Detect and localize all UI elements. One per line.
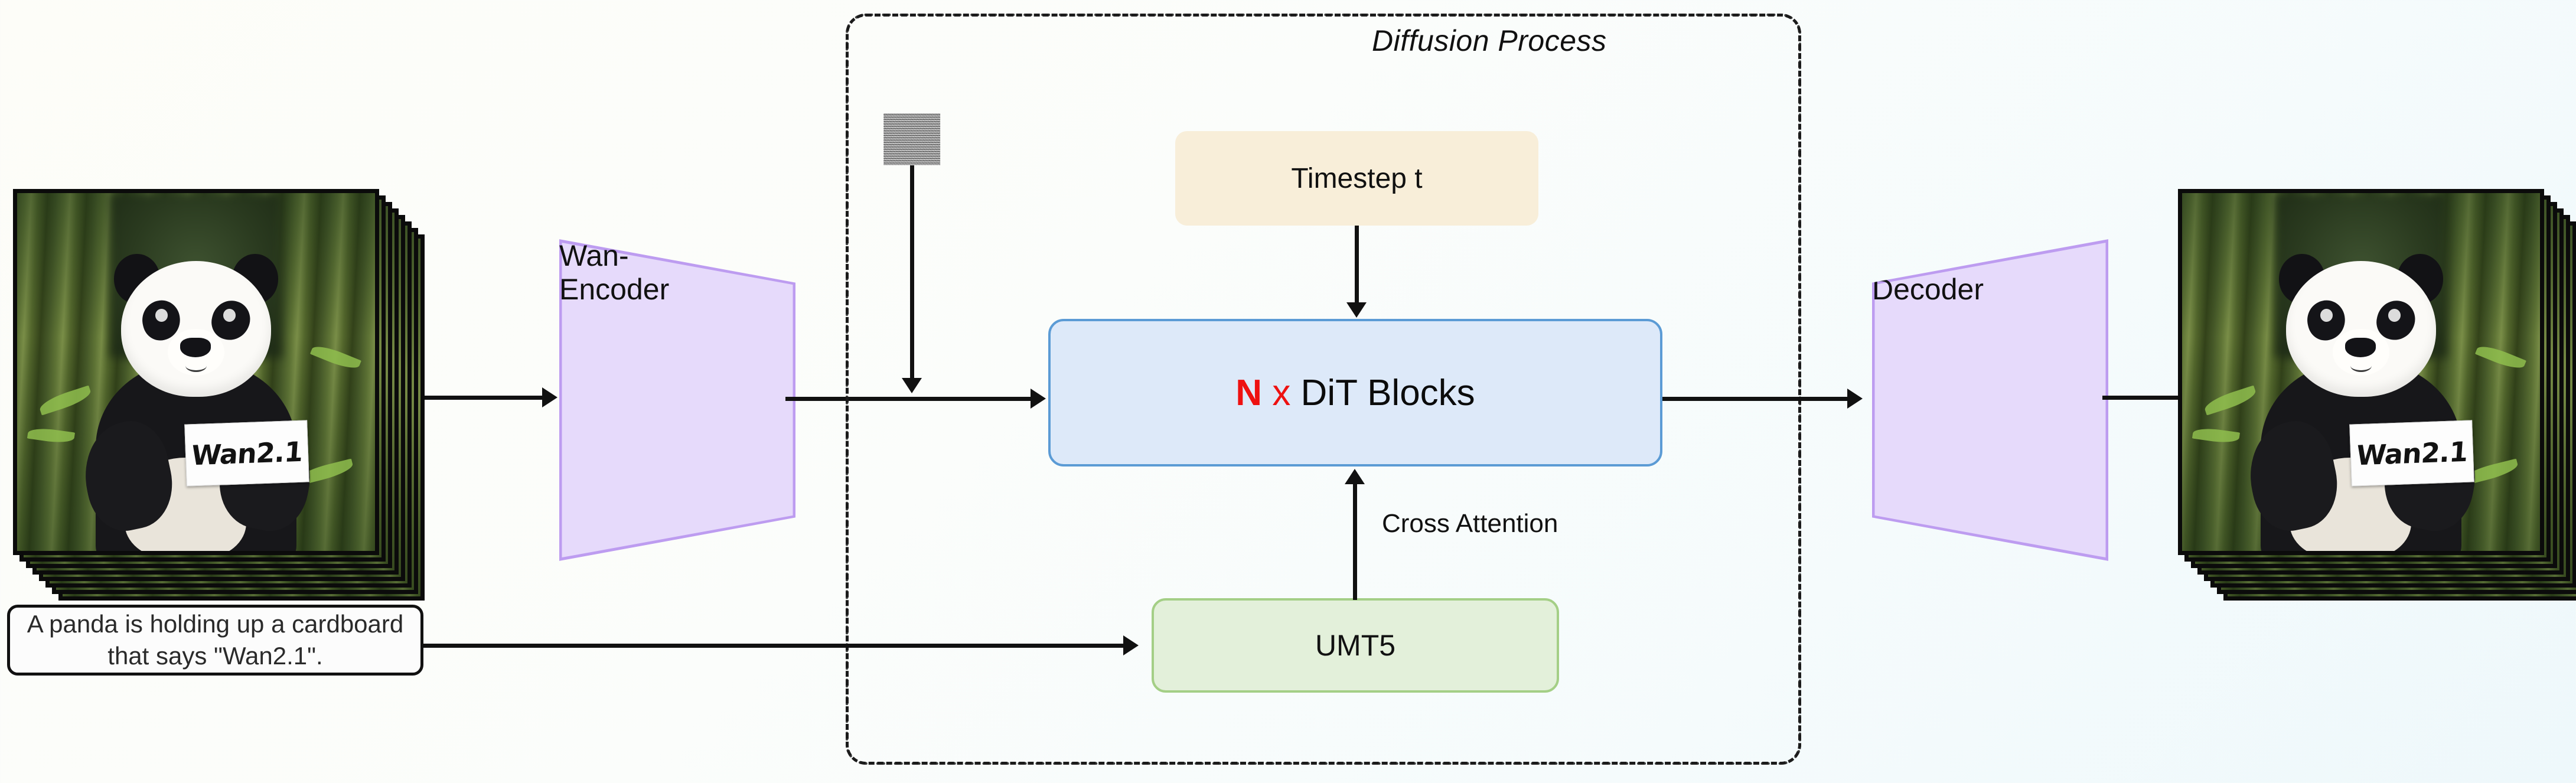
arrow-noise-to-trunk-line — [910, 165, 914, 379]
cardboard-sign: Wan2.1 — [2349, 420, 2474, 487]
dit-blocks-box[interactable]: N x DiT Blocks — [1048, 319, 1662, 466]
arrow-dit-to-decoder-head — [1847, 389, 1863, 409]
umt5-text-encoder-box[interactable]: UMT5 — [1152, 598, 1559, 693]
timestep-label: Timestep t — [1291, 162, 1423, 194]
wan-encoder-block[interactable]: Wan-Encoder — [559, 239, 795, 561]
panda-illustration: Wan2.1 — [2182, 193, 2540, 551]
panda-pupil-left — [155, 309, 168, 322]
arrow-dit-to-decoder-line — [1662, 397, 1851, 401]
dit-blocks-text: DiT Blocks — [1300, 372, 1475, 413]
timestep-box[interactable]: Timestep t — [1175, 131, 1538, 226]
cardboard-sign: Wan2.1 — [184, 420, 309, 487]
cardboard-sign-text: Wan2.1 — [190, 435, 304, 471]
arrow-input-to-encoder-head — [542, 387, 557, 407]
dit-times-symbol: x — [1272, 372, 1291, 413]
decoder-outline — [1872, 239, 2108, 561]
encoder-outline — [559, 239, 795, 561]
arrow-encoder-to-dit-line — [785, 397, 1033, 401]
prompt-text: A panda is holding up a cardboard that s… — [27, 610, 404, 670]
arrow-input-to-encoder-line — [402, 396, 543, 400]
panda-pupil-right — [2388, 309, 2401, 322]
panda-nose — [180, 338, 211, 358]
panda-pupil-left — [2320, 309, 2333, 322]
cross-attention-label: Cross Attention — [1382, 509, 1558, 538]
diffusion-process-container — [846, 14, 1801, 765]
arrow-noise-to-trunk-head — [902, 378, 922, 393]
panda-pupil-right — [223, 309, 236, 322]
dit-blocks-label: N x DiT Blocks — [1235, 372, 1475, 414]
arrow-timestep-to-dit-line — [1355, 226, 1359, 304]
wan-decoder-label: Wan-Decoder — [1872, 239, 1984, 306]
panda-nose — [2345, 338, 2376, 358]
panda-mouth — [2350, 360, 2372, 372]
umt5-label: UMT5 — [1315, 629, 1396, 662]
arrow-timestep-to-dit-head — [1346, 302, 1367, 318]
arrow-decoder-to-output-line — [2102, 396, 2206, 400]
arrow-umt5-to-dit-head — [1345, 469, 1365, 484]
diffusion-process-title: Diffusion Process — [1372, 24, 1607, 57]
wan-encoder-label: Wan-Encoder — [559, 239, 670, 306]
video-frame: Wan2.1 — [2178, 189, 2544, 555]
arrow-encoder-to-dit-head — [1031, 389, 1046, 409]
cardboard-sign-text: Wan2.1 — [2355, 435, 2469, 471]
output-video-frame-stack: Wan2.1 — [2178, 189, 2576, 601]
input-video-frame-stack: Wan2.1 — [13, 189, 426, 601]
dit-repeat-count: N — [1235, 372, 1263, 413]
arrow-umt5-to-dit-line — [1353, 484, 1357, 600]
prompt-text-box[interactable]: A panda is holding up a cardboard that s… — [7, 605, 423, 676]
panda-illustration: Wan2.1 — [17, 193, 375, 551]
arrow-prompt-to-umt5-line — [423, 644, 1126, 648]
arrow-prompt-to-umt5-head — [1123, 635, 1139, 655]
wan-decoder-block[interactable]: Wan-Decoder — [1872, 239, 2108, 561]
video-frame: Wan2.1 — [13, 189, 379, 555]
panda-mouth — [185, 360, 207, 372]
gaussian-noise-latent — [883, 113, 940, 165]
